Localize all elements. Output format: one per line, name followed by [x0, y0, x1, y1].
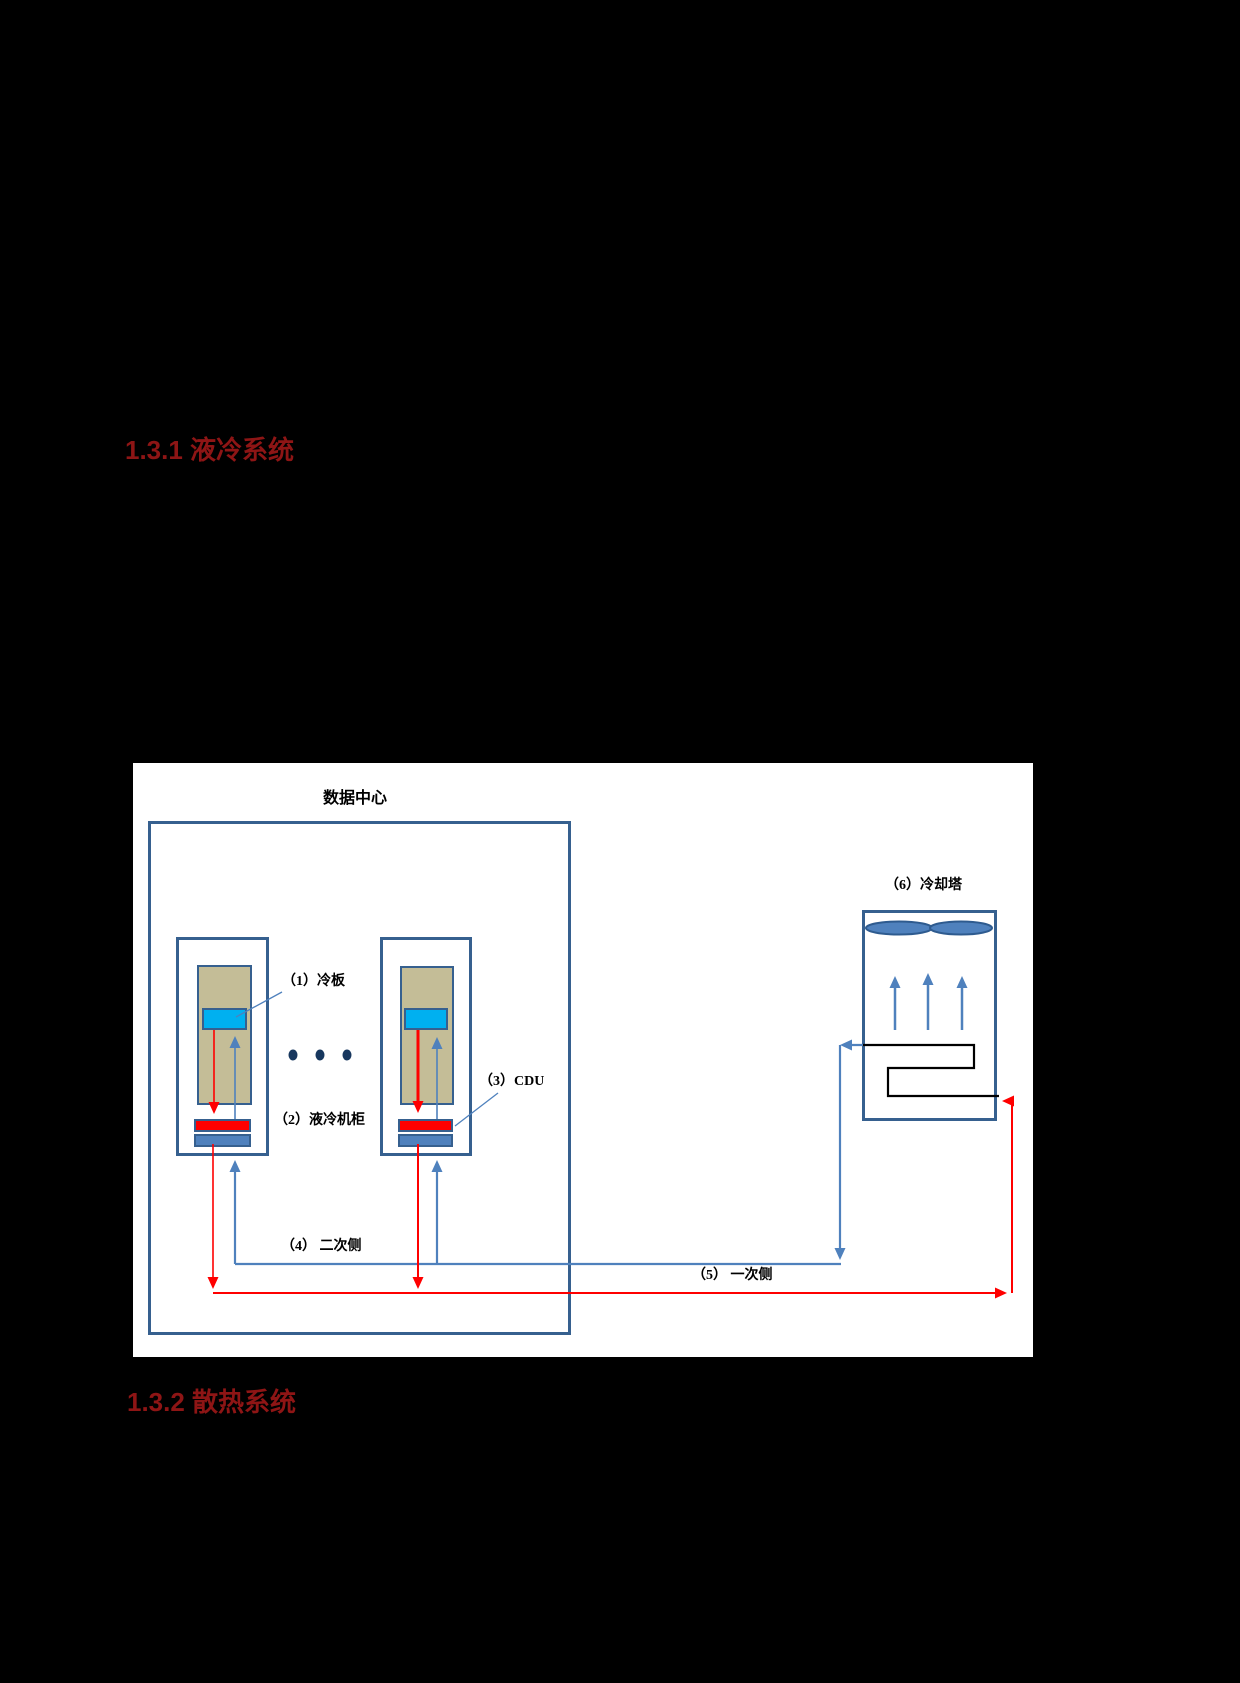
label-secondary-side: （4） 二次侧	[281, 1239, 362, 1254]
cdu-hot-unit-left	[194, 1119, 251, 1132]
server-node-left	[197, 965, 252, 1105]
label-primary-side: （5） 一次侧	[692, 1268, 773, 1283]
server-node-right	[400, 966, 454, 1105]
cdu-hot-unit-right	[398, 1119, 453, 1132]
datacenter-title-label: 数据中心	[323, 790, 388, 807]
label-cold-plate: （1）冷板	[282, 974, 345, 989]
cold-plate-right	[404, 1008, 448, 1030]
datacenter-boundary-box	[148, 821, 571, 1335]
cdu-cold-unit-left	[194, 1134, 251, 1147]
label-cooling-tower: （6）冷却塔	[885, 878, 962, 893]
liquid-cooling-cabinet-left	[176, 937, 269, 1156]
liquid-cooling-cabinet-right	[380, 937, 472, 1156]
cdu-cold-unit-right	[398, 1134, 453, 1147]
label-liquid-cooling-cabinet: （2）液冷机柜	[274, 1113, 365, 1128]
diagram-panel: 数据中心 （1）冷板 （2）液冷机柜 （3）CDU （4） 二次侧 （5） 一次…	[133, 763, 1033, 1357]
cooling-tower-box	[862, 910, 997, 1121]
label-cdu: （3）CDU	[479, 1074, 545, 1089]
section-heading-1-3-2: 1.3.2 散热系统	[127, 1387, 297, 1417]
cold-plate-left	[202, 1008, 247, 1030]
section-heading-1-3-1: 1.3.1 液冷系统	[125, 435, 295, 465]
